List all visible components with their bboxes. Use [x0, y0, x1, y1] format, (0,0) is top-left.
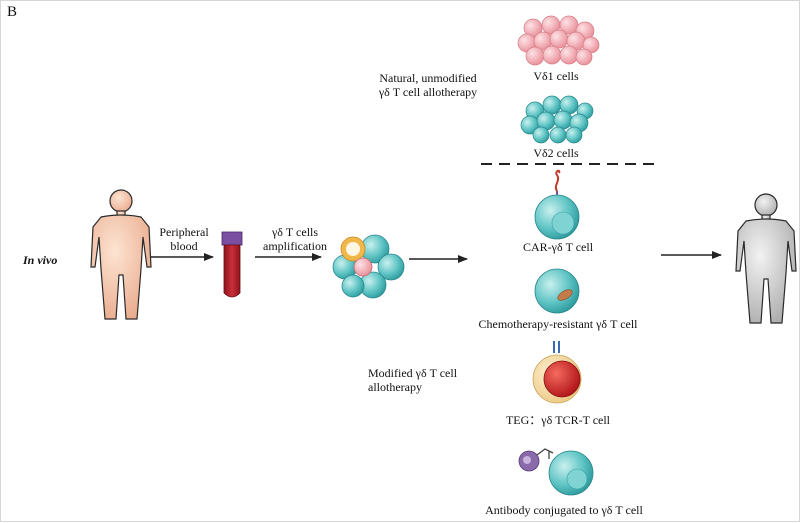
vd1-cells-label: Vδ1 cells [533, 69, 579, 83]
antibody-conjugated-gd-t-cell-icon [518, 448, 594, 496]
vd1-cells-icon [517, 15, 600, 66]
chemo-resistant-gd-t-cell-icon [534, 268, 580, 314]
in-vivo-label: In vivo [23, 253, 58, 267]
teg-cell-label: TEG：γδ TCR-T cell [505, 413, 611, 427]
amplification-line1: γδ T cells [271, 225, 319, 239]
peripheral-blood-line1: Peripheral [159, 225, 209, 239]
amplification-line2: amplification [263, 239, 327, 253]
amplified-cell-cluster-icon [332, 234, 405, 299]
natural-title-line2: γδ T cell allotherapy [378, 85, 478, 99]
vd2-cells-label: Vδ2 cells [533, 146, 579, 160]
modified-title-line2: allotherapy [368, 380, 422, 394]
chemo-cell-label: Chemotherapy-resistant γδ T cell [478, 317, 638, 331]
antibody-cell-label: Antibody conjugated to γδ T cell [485, 503, 643, 517]
human-donor-icon [90, 189, 152, 320]
human-recipient-icon [735, 193, 797, 324]
modified-title-line1: Modified γδ T cell [368, 366, 458, 380]
vd2-cells-icon [520, 95, 594, 144]
natural-title-line1: Natural, unmodified [379, 71, 477, 85]
peripheral-blood-line2: blood [170, 239, 198, 253]
blood-tube-icon [221, 231, 243, 298]
panel-label: B [7, 4, 18, 20]
modified-allotherapy-title: Modified γδ T cell allotherapy [368, 366, 457, 394]
amplification-label: γδ T cells amplification [253, 225, 337, 253]
peripheral-blood-label: Peripheral blood [154, 225, 214, 253]
car-cell-label: CAR-γδ T cell [522, 240, 594, 254]
car-gd-t-cell-icon [534, 169, 580, 240]
natural-allotherapy-title: Natural, unmodified γδ T cell allotherap… [367, 71, 489, 99]
teg-tcr-t-cell-icon [532, 341, 582, 404]
